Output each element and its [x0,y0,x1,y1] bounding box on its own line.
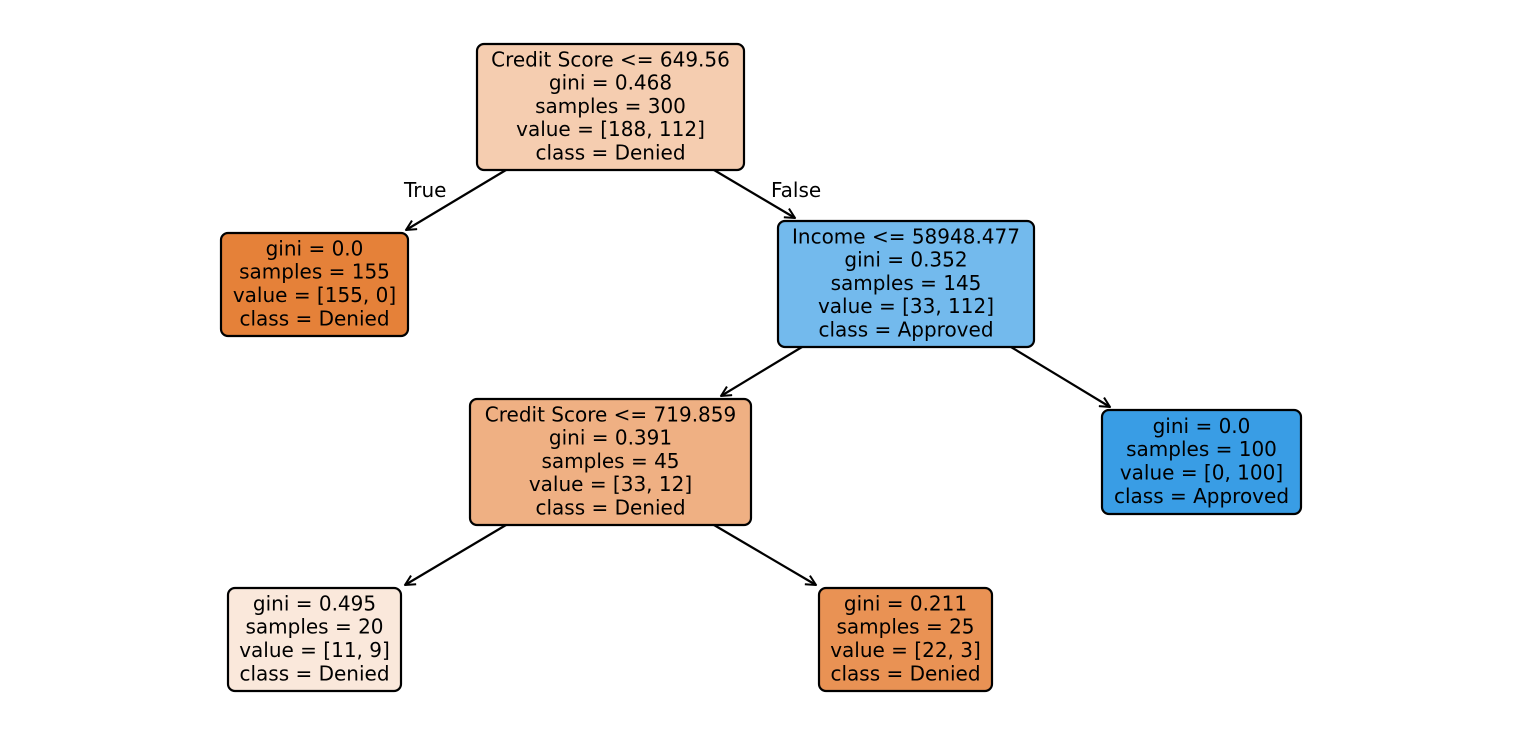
node-value-label: value = [22, 3] [830,638,981,662]
node-samples-label: samples = 145 [831,271,982,295]
node-value-label: value = [33, 112] [818,294,994,318]
node-value-label: value = [188, 112] [516,117,705,141]
node-box [475,42,746,172]
node-class-label: class = Denied [535,140,685,164]
node-class-label: class = Denied [239,306,389,330]
node-box [219,231,410,338]
node-gini-label: gini = 0.468 [549,71,672,95]
node-gini-label: gini = 0.495 [253,591,376,615]
node-split-label: Income <= 58948.477 [792,224,1020,248]
node-split-label: Credit Score <= 649.56 [491,47,730,71]
node-gini-label: gini = 0.211 [844,591,967,615]
node-samples-label: samples = 155 [239,260,390,284]
node-value-label: value = [11, 9] [239,638,390,662]
node-box [468,397,753,527]
node-class-label: class = Denied [239,661,389,685]
node-gini-label: gini = 0.352 [844,248,967,272]
edge-labels-layer: True False [403,178,821,202]
node-split-label: Credit Score <= 719.859 [485,402,736,426]
edge-n0-to-n1 [406,169,507,230]
node-samples-label: samples = 25 [836,615,974,639]
node-samples-label: samples = 100 [1126,437,1277,461]
edge-n3-to-n5 [713,524,816,585]
edge-n2-to-n3 [721,346,803,396]
node-value-label: value = [33, 12] [529,472,692,496]
edge-n3-to-n4 [405,524,507,585]
edges-layer [405,169,1110,585]
node-samples-label: samples = 45 [541,449,679,473]
node-class-label: class = Denied [535,496,685,520]
node-gini-label: gini = 0.0 [266,236,364,260]
node-value-label: value = [155, 0] [233,283,396,307]
edge-n2-to-n6 [1010,346,1110,407]
node-box [817,586,994,693]
node-samples-label: samples = 300 [535,94,686,118]
node-class-label: class = Approved [1114,484,1289,508]
node-box [1100,408,1303,516]
edge-label-false: False [771,178,821,202]
node-box [776,219,1036,349]
node-class-label: class = Denied [830,661,980,685]
node-class-label: class = Approved [818,317,993,341]
node-gini-label: gini = 0.0 [1153,414,1251,438]
node-samples-label: samples = 20 [245,615,383,639]
node-gini-label: gini = 0.391 [549,426,672,450]
edge-label-true: True [403,178,446,202]
node-value-label: value = [0, 100] [1120,461,1283,485]
node-box [226,586,403,693]
edge-n0-to-n2 [713,169,795,218]
